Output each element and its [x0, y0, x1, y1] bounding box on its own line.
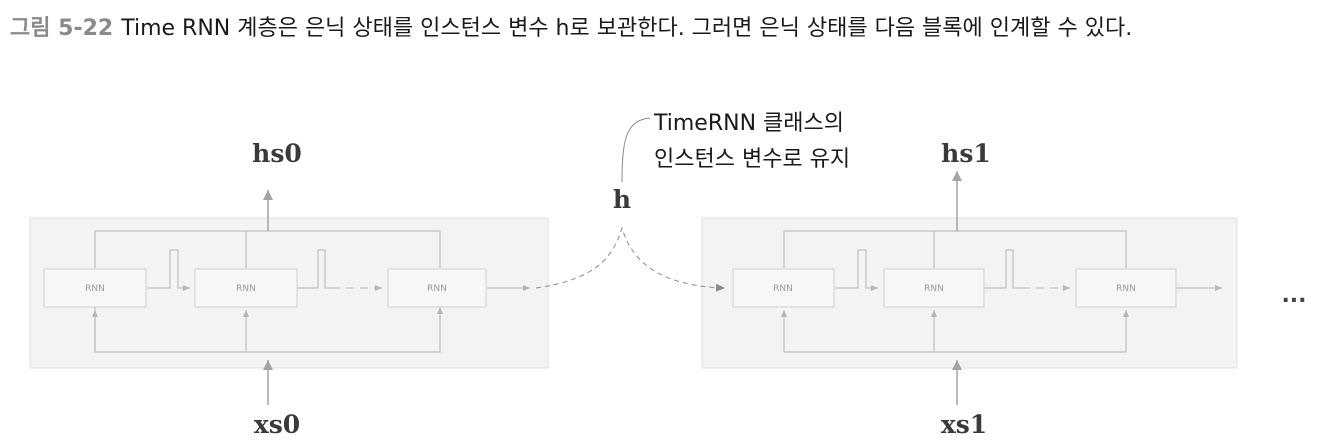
annotation-line-2: 인스턴스 변수로 유지	[654, 147, 850, 172]
hidden-state-label: h	[613, 185, 631, 214]
figure-number: 그림 5-22	[10, 16, 114, 41]
rnn-cell: RNN	[1075, 268, 1177, 308]
caption-text: Time RNN 계층은 은닉 상태를 인스턴스 변수 h로 보관한다. 그러면…	[121, 16, 1133, 41]
time-rnn-block-2: RNN RNN RNN	[701, 171, 1238, 405]
rnn-cell: RNN	[732, 268, 835, 308]
rnn-cell-label: RNN	[924, 284, 944, 294]
output-label-hs1: hs1	[941, 139, 991, 168]
rnn-cell: RNN	[883, 268, 985, 308]
annotation-leader-line	[621, 117, 651, 183]
continuation-ellipsis: ...	[1281, 283, 1306, 308]
rnn-cell-label: RNN	[1116, 284, 1136, 294]
input-label-xs1: xs1	[941, 410, 987, 439]
output-label-hs0: hs0	[252, 139, 302, 168]
rnn-cell: RNN	[194, 268, 298, 308]
time-rnn-block-1: RNN RNN RNN	[29, 190, 549, 405]
rnn-cell-label: RNN	[773, 284, 793, 294]
rnn-cell: RNN	[43, 268, 147, 308]
block-2-output-bus	[783, 230, 1127, 268]
hidden-state-dashed-arrow	[535, 226, 726, 292]
annotation-line-1: TimeRNN 클래스의	[653, 111, 844, 136]
input-label-xs0: xs0	[254, 410, 300, 439]
block-2-input-bus	[784, 310, 1129, 353]
rnn-cell-label: RNN	[427, 284, 447, 294]
figure-caption: 그림 5-22 Time RNN 계층은 은닉 상태를 인스턴스 변수 h로 보관…	[10, 10, 1335, 48]
rnn-cell-label: RNN	[85, 284, 105, 294]
rnn-cell: RNN	[387, 268, 487, 308]
rnn-cell-label: RNN	[236, 284, 256, 294]
